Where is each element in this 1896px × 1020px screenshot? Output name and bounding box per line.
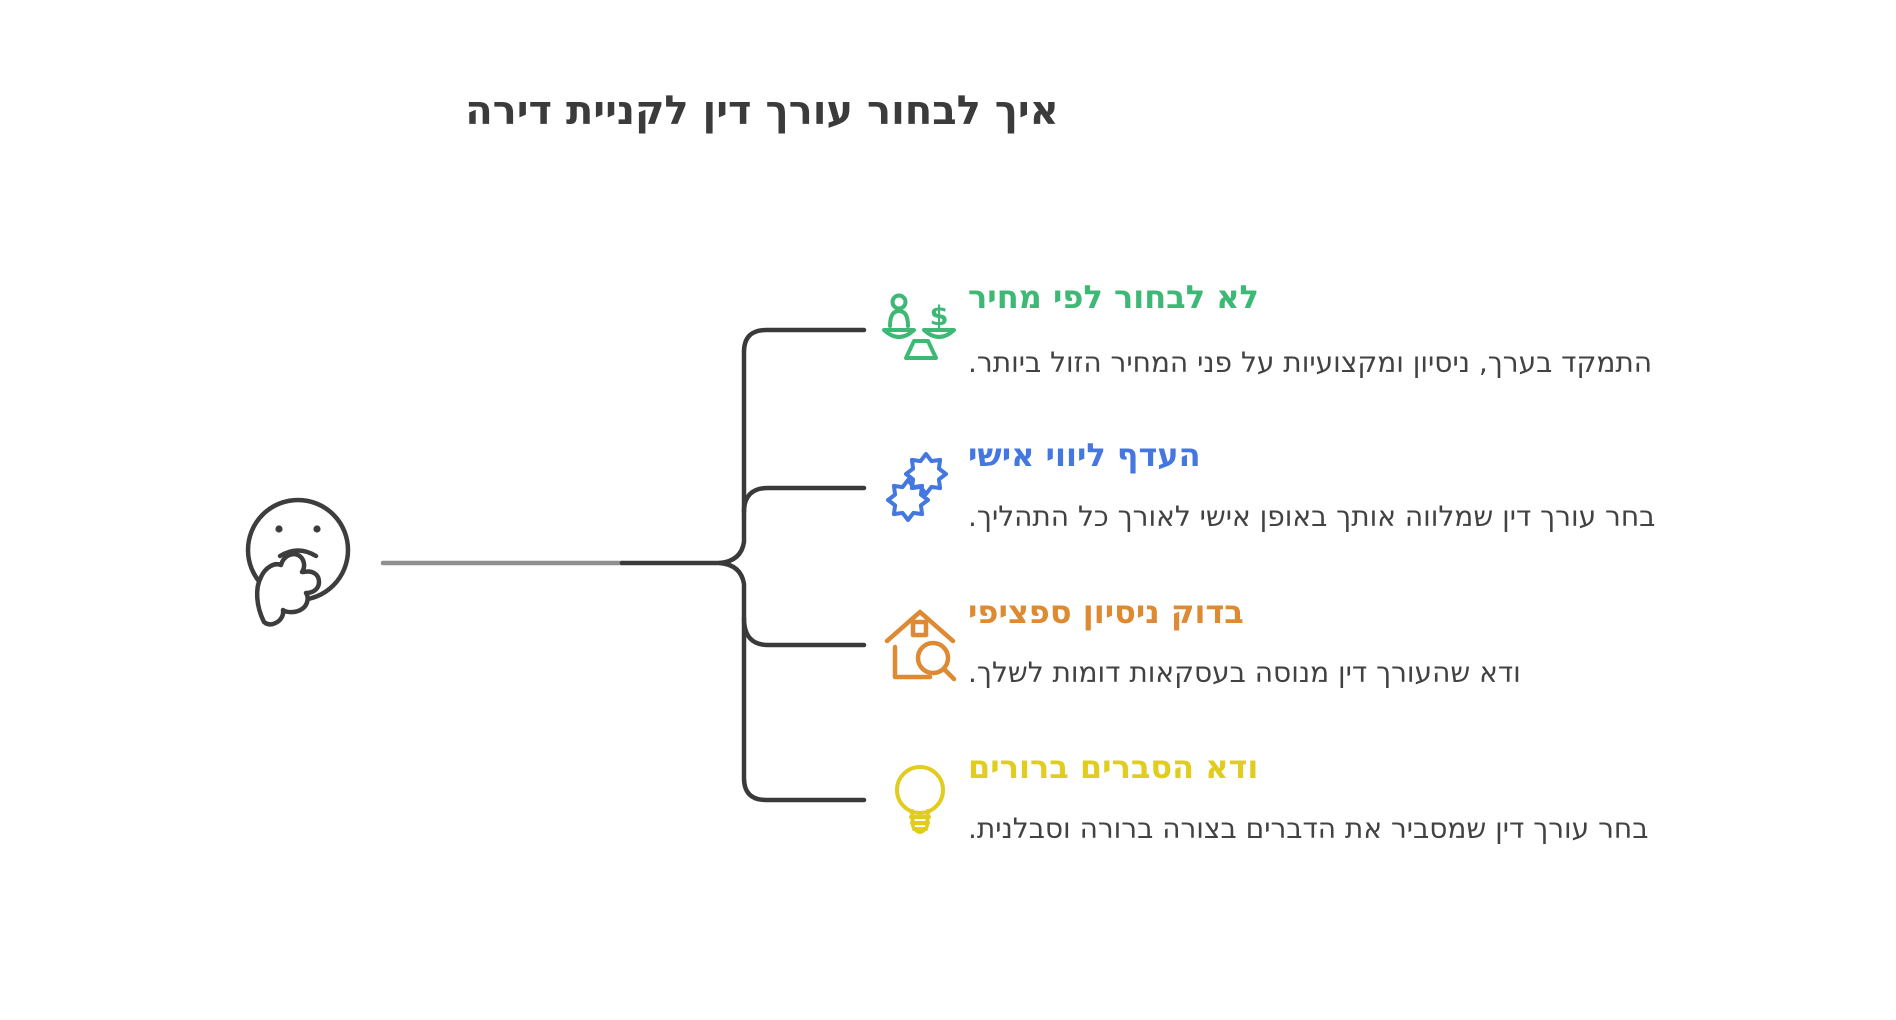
svg-text:$: $ [930, 301, 949, 332]
scale-person-dollar-icon: $ [882, 293, 956, 360]
branch-description-clear-explanations: בחר עורך דין שמסביר את הדברים בצורה ברור… [968, 812, 1649, 845]
branch-description-no-price: התמקד בערך, ניסיון ומקצועיות על פני המחי… [968, 346, 1653, 379]
branch-line-1 [717, 327, 867, 566]
gears-handshake-icon [886, 452, 948, 522]
branch-title-personal-guidance: העדף ליווי אישי [968, 436, 1201, 474]
branch-description-personal-guidance: בחר עורך דין שמלווה אותך באופן אישי לאור… [968, 500, 1656, 533]
branch-title-specific-experience: בדוק ניסיון ספציפי [968, 593, 1244, 631]
branch-title-clear-explanations: ודא הסברים ברורים [968, 748, 1259, 786]
branch-line-3 [741, 615, 867, 648]
branch-line-4 [717, 560, 867, 803]
branch-title-no-price: לא לבחור לפי מחיר [968, 278, 1259, 316]
branch-description-specific-experience: ודא שהעורך דין מנוסה בעסקאות דומות לשלך. [968, 656, 1521, 689]
connector-lines [380, 327, 867, 803]
page-title: איך לבחור עורך דין לקניית דירה [465, 88, 1059, 134]
branch-line-2 [741, 485, 867, 515]
house-magnifier-icon [884, 609, 957, 682]
thinking-face-icon [245, 497, 351, 627]
lightbulb-icon [895, 765, 945, 834]
